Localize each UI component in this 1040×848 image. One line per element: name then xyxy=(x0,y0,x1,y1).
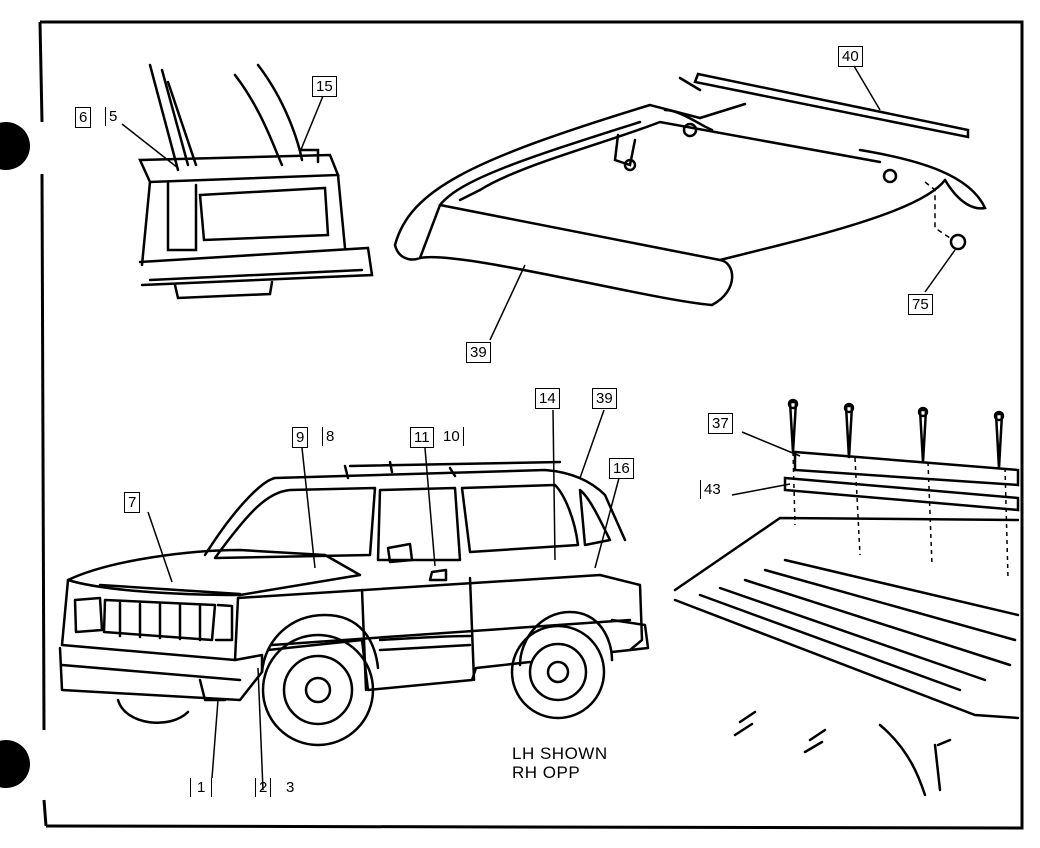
callout-10: 10 xyxy=(440,427,464,446)
leader-5 xyxy=(121,123,179,169)
vehicle-leaders xyxy=(147,409,620,791)
callout-14: 14 xyxy=(535,388,560,409)
callout-15: 15 xyxy=(312,76,337,97)
callout-37: 37 xyxy=(708,413,733,434)
callout-11: 11 xyxy=(410,427,434,448)
caption-rh-opp: RH OPP xyxy=(512,763,581,782)
binder-hole-bottom xyxy=(0,740,30,788)
callout-40: 40 xyxy=(838,46,863,67)
leader-39-rack xyxy=(489,264,526,341)
roof-rack-illustration xyxy=(393,72,987,307)
callout-16: 16 xyxy=(609,458,634,479)
page-frame xyxy=(38,20,1024,830)
leader-37 xyxy=(741,431,801,457)
cargo-floor-illustration xyxy=(673,398,1020,797)
rear-view-illustration xyxy=(138,63,374,300)
leader-75-dashed xyxy=(924,181,951,239)
callout-5: 5 xyxy=(105,107,120,126)
leader-40 xyxy=(853,65,881,111)
callout-3: 3 xyxy=(286,779,295,796)
leader-75 xyxy=(924,249,956,293)
callout-75: 75 xyxy=(908,294,933,315)
callout-8: 8 xyxy=(322,427,337,446)
leader-15 xyxy=(299,95,324,153)
callout-39-rack: 39 xyxy=(466,342,491,363)
cargo-dashed-lines xyxy=(792,451,1009,579)
leader-43 xyxy=(731,483,791,496)
callout-39-vehicle: 39 xyxy=(592,388,617,409)
callout-6: 6 xyxy=(75,107,92,128)
callout-2: 2 xyxy=(255,778,272,797)
callout-9: 9 xyxy=(292,427,309,448)
callout-1: 1 xyxy=(190,778,213,797)
binder-hole-top xyxy=(0,122,30,170)
caption-lh-shown: LH SHOWN xyxy=(512,744,608,763)
callout-7: 7 xyxy=(124,492,141,513)
vehicle-illustration xyxy=(58,460,650,747)
callout-43: 43 xyxy=(700,480,724,499)
